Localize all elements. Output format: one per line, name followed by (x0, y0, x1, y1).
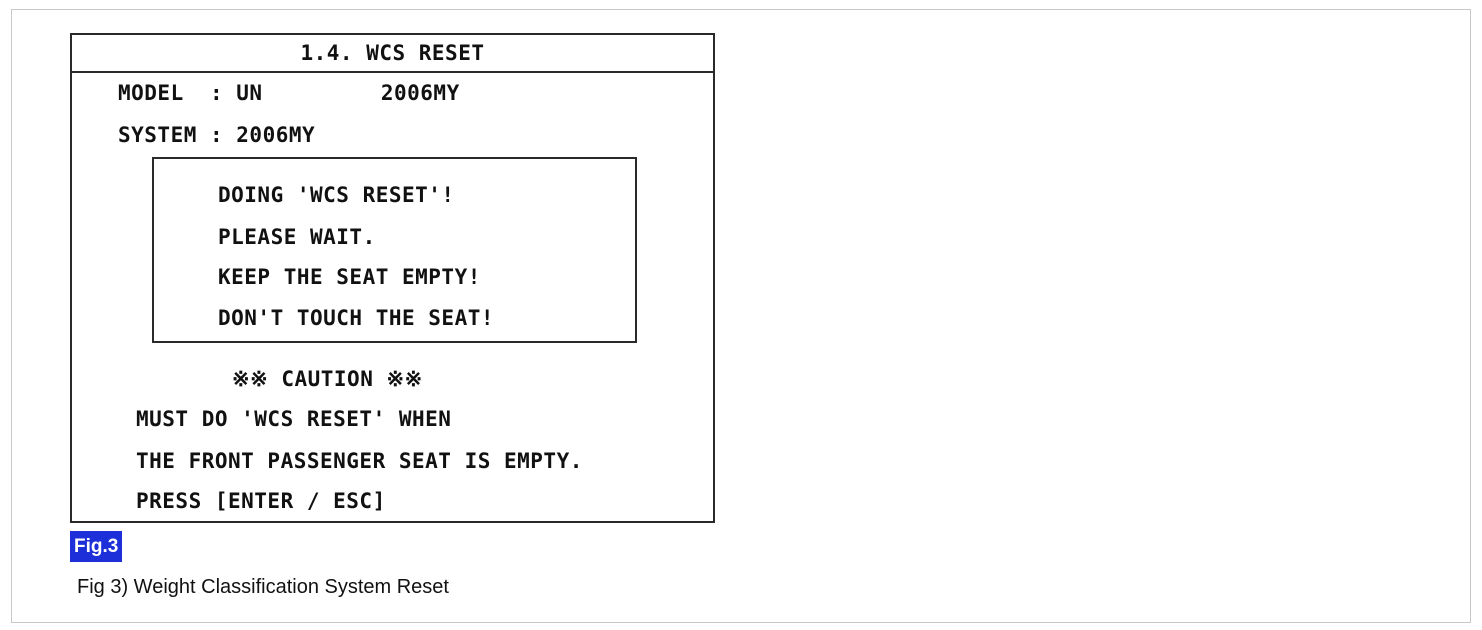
figure-badge: Fig.3 (70, 531, 123, 562)
caution-line: THE FRONT PASSENGER SEAT IS EMPTY. (136, 449, 583, 473)
model-line: MODEL : UN 2006MY (118, 81, 460, 105)
scan-tool-screen: 1.4. WCS RESET MODEL : UN 2006MY SYSTEM … (70, 33, 715, 523)
screen-title: 1.4. WCS RESET (72, 35, 713, 73)
caution-heading: ※※ CAUTION ※※ (232, 367, 423, 391)
message-line: DOING 'WCS RESET'! (218, 183, 455, 207)
figure-caption: Fig 3) Weight Classification System Rese… (77, 576, 449, 598)
message-line: DON'T TOUCH THE SEAT! (218, 306, 495, 330)
status-message-box: DOING 'WCS RESET'! PLEASE WAIT. KEEP THE… (152, 157, 637, 343)
message-line: PLEASE WAIT. (218, 225, 376, 249)
message-line: KEEP THE SEAT EMPTY! (218, 265, 481, 289)
system-line: SYSTEM : 2006MY (118, 123, 316, 147)
press-keys-prompt: PRESS [ENTER / ESC] (136, 489, 386, 513)
caution-line: MUST DO 'WCS RESET' WHEN (136, 407, 452, 431)
